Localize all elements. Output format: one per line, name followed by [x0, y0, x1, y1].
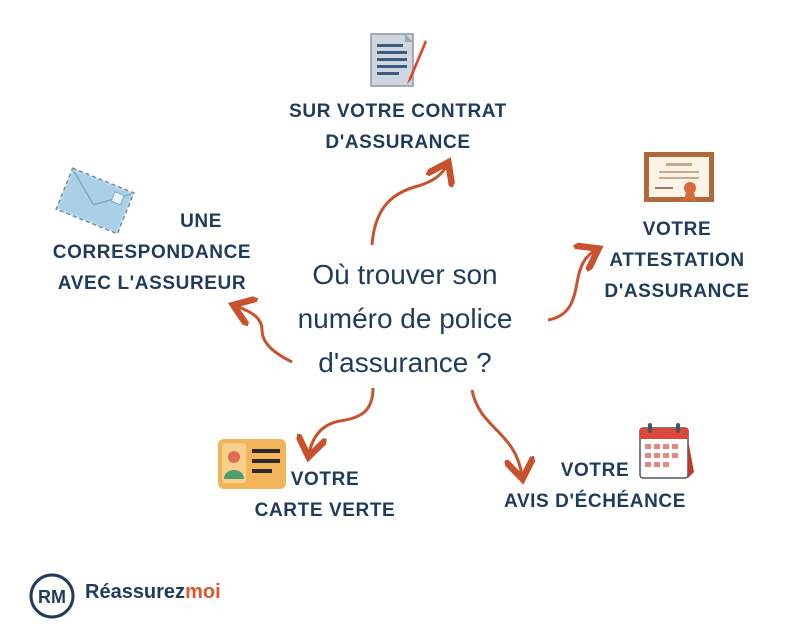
- brand-monogram: RM: [38, 587, 66, 607]
- arrow-to-correspondance: [236, 306, 293, 364]
- certificate-icon: [644, 152, 714, 202]
- contract-icon: [370, 33, 427, 87]
- label-line: CARTE VERTE: [254, 500, 396, 521]
- label-line: VOTRE: [560, 460, 630, 481]
- central-question-line: numéro de police: [297, 303, 513, 334]
- label-line: D'ASSURANCE: [604, 281, 750, 302]
- brand-logo-icon: RM: [29, 573, 75, 619]
- label-line: ATTESTATION: [609, 250, 745, 271]
- label-line: VOTRE: [290, 469, 360, 490]
- envelope-icon: [55, 167, 135, 235]
- label-line: AVEC L'ASSUREUR: [57, 273, 247, 294]
- label-carte: VOTRE CARTE VERTE: [240, 464, 410, 526]
- brand-name-accent: moi: [185, 581, 221, 603]
- label-line: D'ASSURANCE: [325, 132, 471, 153]
- label-correspondance: UNE CORRESPONDANCE AVEC L'ASSUREUR: [42, 206, 262, 299]
- label-line: SUR VOTRE CONTRAT: [289, 101, 507, 122]
- label-line: AVIS D'ÉCHÉANCE: [503, 491, 687, 512]
- arrow-to-attestation: [547, 250, 596, 322]
- label-attestation: VOTRE ATTESTATION D'ASSURANCE: [592, 214, 762, 307]
- central-question: Où trouver son numéro de police d'assura…: [255, 253, 555, 385]
- label-contrat: SUR VOTRE CONTRAT D'ASSURANCE: [258, 96, 538, 158]
- label-line: UNE: [180, 211, 222, 232]
- id-card-icon: [218, 439, 286, 489]
- label-avis: VOTRE AVIS D'ÉCHÉANCE: [490, 455, 700, 517]
- arrow-to-carte: [309, 387, 375, 454]
- brand-name-main: Réassurez: [85, 581, 186, 603]
- brand-name: Réassurezmoi: [85, 581, 221, 604]
- central-question-line: d'assurance ?: [318, 347, 492, 378]
- arrow-to-avis: [470, 389, 522, 476]
- label-line: VOTRE: [642, 219, 712, 240]
- central-question-line: Où trouver son: [312, 259, 498, 290]
- calendar-icon: [639, 423, 694, 479]
- arrow-to-contrat: [370, 165, 447, 246]
- label-line: CORRESPONDANCE: [52, 242, 252, 263]
